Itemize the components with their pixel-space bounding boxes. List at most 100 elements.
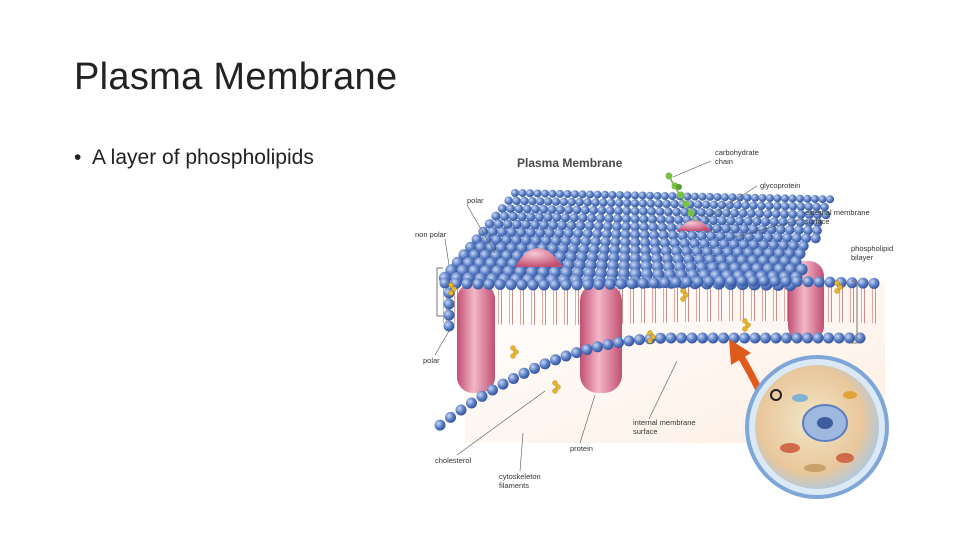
cholesterol-molecule: [510, 353, 516, 359]
phospholipid-head: [525, 227, 536, 238]
phospholipid-head: [536, 197, 545, 206]
phospholipid-head: [639, 229, 650, 240]
label-cholesterol: cholesterol: [435, 456, 472, 465]
phospholipid-head: [520, 196, 529, 206]
phospholipid-head: [760, 332, 771, 344]
phospholipid-head: [761, 217, 771, 227]
cholesterol-molecule: [451, 286, 457, 292]
phospholipid-head: [502, 219, 513, 230]
phospholipid-head: [504, 196, 513, 205]
phospholipid-head: [804, 202, 813, 211]
phospholipid-head: [622, 198, 632, 208]
phospholipid-head: [647, 214, 658, 224]
phospholipid-head: [610, 236, 621, 248]
phospholipid-head: [512, 196, 521, 206]
phospholipid-head: [755, 209, 764, 218]
phospholipid-head: [775, 224, 786, 235]
phospholipid-head: [597, 206, 607, 215]
phospholipid-head: [639, 206, 648, 216]
phospholipid-head: [478, 226, 489, 237]
phospholipid-head: [696, 231, 707, 241]
cholesterol-molecule: [650, 334, 656, 340]
phospholipid-head: [665, 215, 675, 225]
phospholipid-head: [445, 411, 456, 423]
phospholipid-head: [718, 332, 729, 344]
phospholipid-head: [497, 204, 507, 213]
phospholipid-head: [758, 275, 770, 287]
phospholipid-head: [820, 202, 829, 212]
phospholipid-head: [730, 224, 740, 234]
phospholipid-head: [505, 279, 517, 291]
phospholipid-head: [629, 245, 641, 256]
phospholipid-head: [780, 209, 789, 219]
phospholipid-head: [802, 276, 814, 288]
phospholipid-head: [714, 275, 726, 287]
phospholipid-head: [638, 199, 648, 208]
phospholipid-head: [753, 232, 764, 243]
phospholipid-head: [556, 205, 565, 214]
phospholipid-head: [637, 277, 649, 289]
phospholipid-head: [543, 197, 553, 206]
phospholipid-head: [725, 201, 734, 210]
phospholipid-head: [681, 276, 693, 288]
phospholipid-head: [508, 211, 518, 222]
phospholipid-head: [630, 237, 641, 248]
phospholipid-head: [608, 191, 617, 199]
phospholipid-head: [683, 192, 692, 201]
phospholipid-head: [548, 220, 558, 230]
phospholipid-head: [526, 189, 534, 198]
phospholipid-head: [734, 231, 745, 242]
phospholipid-head: [648, 222, 659, 232]
phospholipid-head: [780, 202, 790, 211]
phospholipid-head: [639, 237, 651, 248]
phospholipid-head: [765, 201, 774, 211]
cholesterol-molecule: [745, 322, 751, 328]
phospholipid-head: [512, 219, 522, 230]
phospholipid-head: [539, 358, 551, 370]
phospholipid-head: [687, 230, 698, 241]
phospholipid-head: [552, 212, 562, 222]
phospholipid-head: [544, 228, 555, 238]
label-cytoskeleton-line2: filaments: [499, 481, 529, 490]
phospholipid-head: [772, 232, 783, 243]
phospholipid-head: [655, 332, 666, 344]
phospholipid-head: [780, 275, 792, 287]
phospholipid-head: [538, 279, 550, 291]
phospholipid-head: [529, 362, 540, 374]
cholesterol-molecule: [837, 284, 843, 290]
phospholipid-head: [763, 247, 775, 259]
phospholipid-head: [592, 228, 603, 239]
phospholipid-head: [768, 240, 779, 251]
phospholipid-head: [698, 192, 707, 201]
phospholipid-head: [649, 230, 660, 241]
phospholipid-head: [826, 195, 834, 204]
phospholipid-head: [668, 192, 677, 201]
phospholipid-head: [566, 220, 577, 231]
phospholipid-head: [758, 239, 770, 251]
phospholipid-head: [556, 189, 564, 198]
phospholipid-head: [573, 228, 584, 239]
phospholipid-head: [621, 214, 631, 224]
phospholipid-head: [805, 210, 814, 219]
phospholipid-head: [581, 344, 593, 355]
phospholipid-head: [719, 239, 730, 250]
phospholipid-head: [812, 332, 824, 344]
phospholipid-head: [715, 231, 726, 242]
protein-cylinder-middle: [580, 283, 622, 393]
phospholipid-head: [623, 335, 635, 347]
phospholipid-head: [778, 217, 788, 227]
phospholipid-head: [846, 277, 858, 289]
phospholipid-head: [674, 215, 684, 225]
phospholipid-head: [623, 191, 632, 200]
phospholipid-head: [791, 275, 803, 287]
phospholipid-head: [630, 199, 640, 208]
phospholipid-head: [593, 221, 604, 231]
phospholipid-head: [614, 206, 623, 216]
plasma-membrane-figure: Plasma Membrane: [405, 133, 905, 505]
phospholipid-head: [769, 217, 779, 227]
phospholipid-head: [518, 367, 530, 379]
phospholipid-head: [613, 214, 623, 224]
phospholipid-head: [439, 277, 451, 289]
phospholipid-head: [751, 193, 759, 202]
phospholipid-head: [785, 225, 795, 235]
